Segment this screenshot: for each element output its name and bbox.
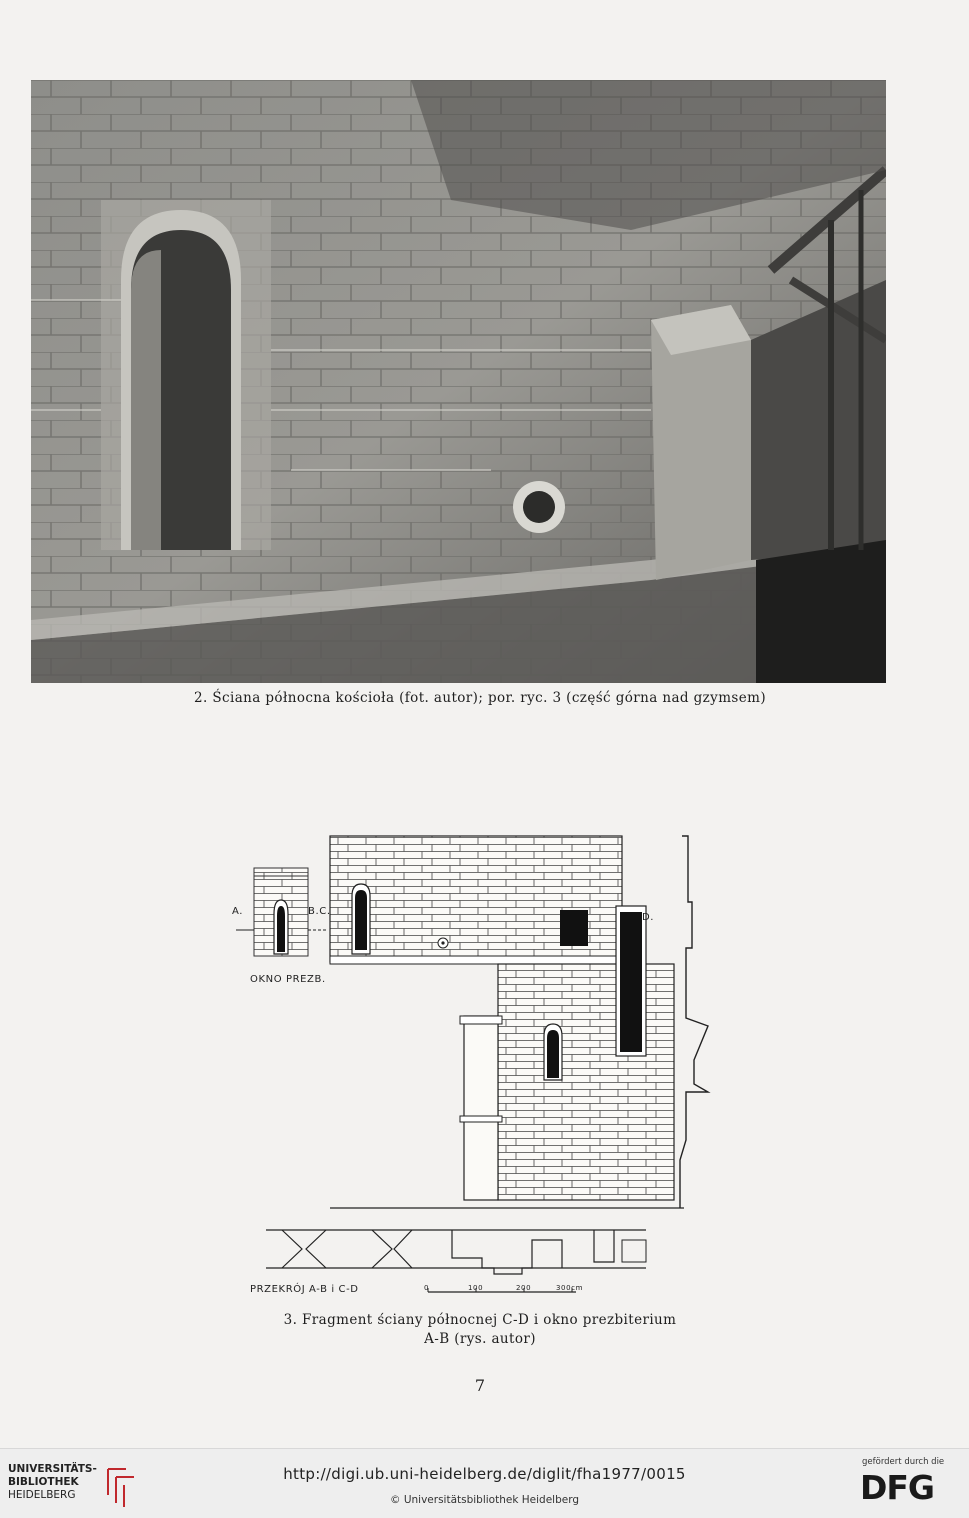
figure3-caption-line1: 3. Fragment ściany północnej C-D i okno … — [283, 1312, 677, 1328]
label-a: A. — [232, 906, 244, 917]
label-d: D. — [642, 912, 655, 923]
permalink-url[interactable]: http://digi.ub.uni-heidelberg.de/diglit/… — [283, 1465, 686, 1483]
scale-tick-100: 100 — [468, 1284, 484, 1292]
figure2-caption: 2. Ściana północna kościoła (fot. autor)… — [194, 690, 766, 706]
figure3-caption: 3. Fragment ściany północnej C-D i okno … — [200, 1311, 760, 1349]
scale-tick-200: 200 — [516, 1284, 532, 1292]
library-name: UNIVERSITÄTS- BIBLIOTHEK HEIDELBERG — [8, 1463, 97, 1502]
library-line2: BIBLIOTHEK — [8, 1476, 79, 1488]
library-emblem-icon — [107, 1468, 134, 1507]
dfg-logo: DFG — [860, 1468, 935, 1507]
dfg-sponsor[interactable]: gefördert durch die DFG — [858, 1457, 958, 1512]
scale-tick-300: 300cm — [556, 1284, 584, 1292]
label-section: PRZEKRÓJ A-B i C-D — [250, 1284, 359, 1295]
label-bc: B.C. — [308, 906, 331, 917]
label-window: OKNO PREZB. — [250, 974, 326, 985]
library-line1: UNIVERSITÄTS- — [8, 1463, 97, 1475]
document-page: 2. Ściana północna kościoła (fot. autor)… — [31, 80, 886, 1395]
figure3-caption-line2: A-B (rys. autor) — [424, 1331, 536, 1347]
copyright-notice: © Universitätsbibliothek Heidelberg — [389, 1494, 579, 1506]
page-number: 7 — [474, 1376, 486, 1395]
viewer-footer: UNIVERSITÄTS- BIBLIOTHEK HEIDELBERG http… — [0, 1448, 969, 1518]
wall-photograph — [31, 80, 886, 683]
scale-tick-0: 0 — [424, 1284, 430, 1292]
wall-elevation-drawing: A. B.C. D. OKNO PREZB. PRZEKRÓJ A-B i C-… — [222, 830, 722, 1300]
library-logo[interactable]: UNIVERSITÄTS- BIBLIOTHEK HEIDELBERG — [8, 1463, 138, 1507]
sponsor-note: gefördert durch die — [862, 1457, 945, 1467]
library-line3: HEIDELBERG — [8, 1489, 76, 1501]
